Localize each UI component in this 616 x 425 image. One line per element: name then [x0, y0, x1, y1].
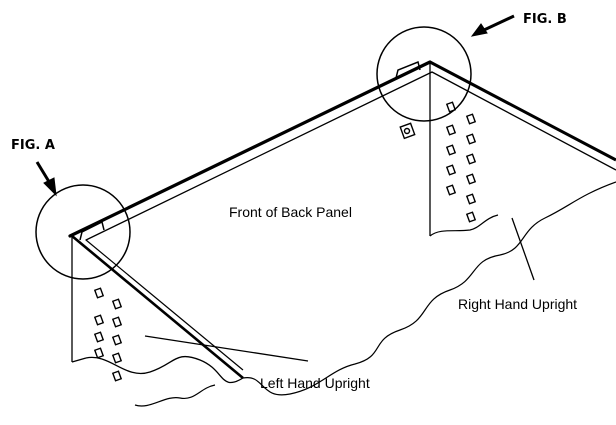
right-hand-upright-label: Right Hand Upright [458, 296, 577, 312]
slot-left-4-a [93, 347, 105, 359]
corner-bracket-b [395, 60, 421, 79]
detail-circle-fig-a [35, 184, 131, 280]
slot-right-3-b [465, 153, 477, 165]
front-of-back-panel-label: Front of Back Panel [229, 204, 352, 220]
back-panel-top-edge [68, 60, 433, 241]
slot-right-6-b [465, 211, 477, 223]
right-side-top-edge [429, 60, 616, 171]
fig-a-label: FIG. A [11, 138, 55, 153]
slot-left-2-b [111, 316, 123, 328]
slot-right-2-a [445, 124, 457, 136]
fig-b-label: FIG. B [523, 12, 567, 27]
slot-right-4-b [465, 173, 477, 185]
right-upright-slots [445, 101, 477, 223]
fig-b-arrow [470, 14, 515, 37]
slot-right-1-a [445, 101, 457, 113]
slot-right-5-a [445, 184, 457, 196]
slot-left-1-a [93, 287, 105, 299]
slot-right-3-a [445, 144, 457, 156]
corner-bracket-a [79, 220, 105, 241]
bottom-break-line [134, 181, 616, 407]
left-hand-upright [71, 236, 244, 384]
fig-a-arrow [35, 161, 57, 197]
leader-right-hand-upright [511, 217, 535, 281]
leader-lines [144, 217, 535, 362]
slot-right-2-b [465, 133, 477, 145]
slot-left-5-b [111, 370, 123, 382]
leader-left-hand-upright [144, 335, 309, 362]
left-hand-upright-label: Left Hand Upright [260, 375, 370, 391]
slot-right-4-a [445, 164, 457, 176]
slot-left-1-b [111, 298, 123, 310]
panel-fastener [399, 122, 416, 140]
slot-right-5-b [465, 193, 477, 205]
slot-left-2-a [93, 314, 105, 326]
slot-left-3-a [93, 331, 105, 343]
slot-left-4-b [111, 352, 123, 364]
detail-circle-fig-b [376, 26, 472, 122]
left-upright-slots [93, 287, 123, 382]
slot-left-3-b [111, 334, 123, 346]
left-diagonal-edge [71, 234, 244, 380]
slot-right-1-b [465, 113, 477, 125]
